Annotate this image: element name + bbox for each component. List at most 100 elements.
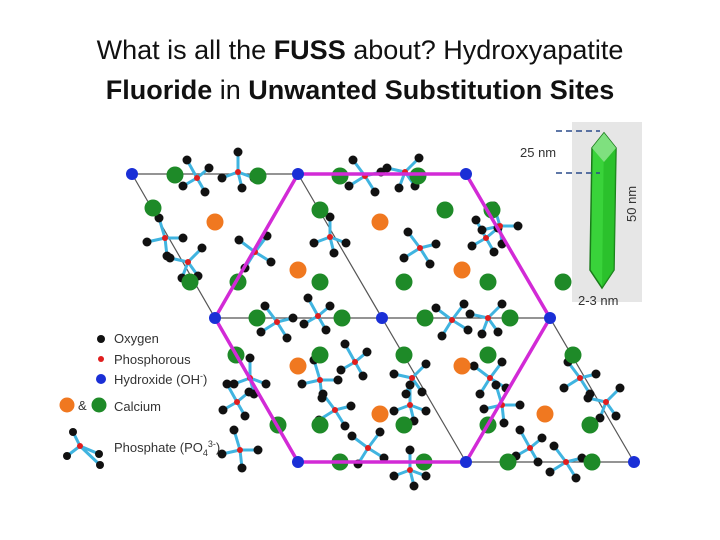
- oxygen-atom: [375, 427, 385, 437]
- oxygen-atom: [154, 213, 164, 223]
- title-emphasis: FUSS: [273, 35, 346, 65]
- oxygen-atom: [318, 389, 328, 399]
- legend-hydroxide: Hydroxide (OH-): [114, 371, 207, 387]
- phosphorous-atom: [317, 377, 323, 383]
- oxygen-atom: [421, 406, 431, 416]
- calcium-atom: [583, 453, 601, 471]
- oxygen-atom: [513, 221, 523, 231]
- oxygen-atom: [370, 187, 380, 197]
- oxygen-atom: [465, 309, 475, 319]
- oxygen-atom: [459, 299, 469, 309]
- calcium-orange-legend-swatch: [59, 397, 75, 413]
- oxygen-atom: [425, 259, 435, 269]
- oxygen-atom: [571, 473, 581, 483]
- oxygen-atom: [389, 406, 399, 416]
- calcium-atom: [371, 213, 389, 231]
- oxygen-atom: [325, 301, 335, 311]
- oxygen-atom: [537, 433, 547, 443]
- phosphorous-atom: [315, 313, 321, 319]
- oxygen-atom: [299, 319, 309, 329]
- hydroxide-ion: [209, 312, 221, 324]
- phosphorous-atom: [332, 407, 338, 413]
- crystal-facet: [602, 133, 616, 288]
- oxygen-atom: [240, 411, 250, 421]
- oxygen-atom: [142, 237, 152, 247]
- calcium-atom: [206, 213, 224, 231]
- oxygen-atom: [399, 253, 409, 263]
- oxygen-atom: [358, 371, 368, 381]
- hydroxide-ion: [628, 456, 640, 468]
- calcium-atom: [144, 199, 162, 217]
- calcium-atom: [499, 453, 517, 471]
- oxygen-atom: [583, 393, 593, 403]
- crystal-thickness-label: 2-3 nm: [578, 293, 618, 308]
- oxygen-atom: [309, 238, 319, 248]
- hydroxide-ion: [376, 312, 388, 324]
- oxygen-atom: [182, 155, 192, 165]
- phosphate-legend-icon: [63, 428, 104, 469]
- phosphorous-atom: [185, 259, 191, 265]
- oxygen-atom: [595, 413, 605, 423]
- oxygen-atom: [237, 463, 247, 473]
- oxygen-atom: [409, 481, 419, 491]
- title-text: What is all the: [96, 35, 274, 65]
- oxygen-atom: [491, 380, 501, 390]
- oxygen-atom: [437, 331, 447, 341]
- oxygen-atom: [245, 353, 255, 363]
- oxygen-atom: [260, 301, 270, 311]
- legend-oxygen: Oxygen: [114, 331, 159, 346]
- phosphorous-atom: [483, 235, 489, 241]
- legend-ampersand: &: [78, 398, 87, 413]
- crystal-illustration: 25 nm 50 nm 2-3 nm: [520, 122, 642, 308]
- phosphorous-legend-swatch: [98, 356, 104, 362]
- oxygen-atom: [515, 400, 525, 410]
- oxygen-atom: [417, 387, 427, 397]
- oxygen-atom: [362, 347, 372, 357]
- oxygen-atom: [405, 380, 415, 390]
- oxygen-atom: [229, 425, 239, 435]
- calcium-atom: [249, 167, 267, 185]
- phosphorous-atom: [274, 319, 280, 325]
- phosphorous-atom: [449, 317, 455, 323]
- oxygen-legend-swatch: [97, 335, 105, 343]
- oxygen-atom: [204, 163, 214, 173]
- atoms: [142, 147, 625, 491]
- calcium-atom: [311, 346, 329, 364]
- oxygen-atom: [489, 247, 499, 257]
- title-line-1: What is all the FUSS about? Hydroxyapati…: [0, 30, 720, 70]
- hydroxide-ion: [544, 312, 556, 324]
- oxygen-atom: [497, 357, 507, 367]
- hydroxide-legend-swatch: [96, 374, 106, 384]
- oxygen-atom: [218, 405, 228, 415]
- phosphorous-atom: [407, 467, 413, 473]
- calcium-atom: [395, 273, 413, 291]
- phosphorous-atom: [527, 445, 533, 451]
- calcium-atom: [395, 416, 413, 434]
- oxygen-atom: [325, 212, 335, 222]
- oxygen-atom: [469, 361, 479, 371]
- phosphorous-atom: [365, 445, 371, 451]
- oxygen-atom: [497, 299, 507, 309]
- oxygen-atom: [256, 327, 266, 337]
- calcium-atom: [564, 346, 582, 364]
- title-line-2: Fluoride in Unwanted Substitution Sites: [0, 70, 720, 110]
- oxygen-atom: [533, 457, 543, 467]
- calcium-green-legend-swatch: [91, 397, 107, 413]
- oxygen-atom: [421, 471, 431, 481]
- oxygen-atom: [389, 369, 399, 379]
- oxygen-atom: [336, 365, 346, 375]
- phosphorous-atom: [237, 447, 243, 453]
- phosphorous-atom: [577, 375, 583, 381]
- oxygen-atom: [403, 227, 413, 237]
- oxygen-atom: [222, 379, 232, 389]
- legend-calcium: Calcium: [114, 399, 161, 414]
- calcium-atom: [453, 357, 471, 375]
- hydroxide-ion: [460, 168, 472, 180]
- calcium-atom: [331, 167, 349, 185]
- oxygen-atom: [340, 339, 350, 349]
- calcium-atom: [311, 273, 329, 291]
- calcium-atom: [536, 405, 554, 423]
- oxygen-atom: [401, 389, 411, 399]
- oxygen-atom: [394, 183, 404, 193]
- oxygen-atom: [234, 235, 244, 245]
